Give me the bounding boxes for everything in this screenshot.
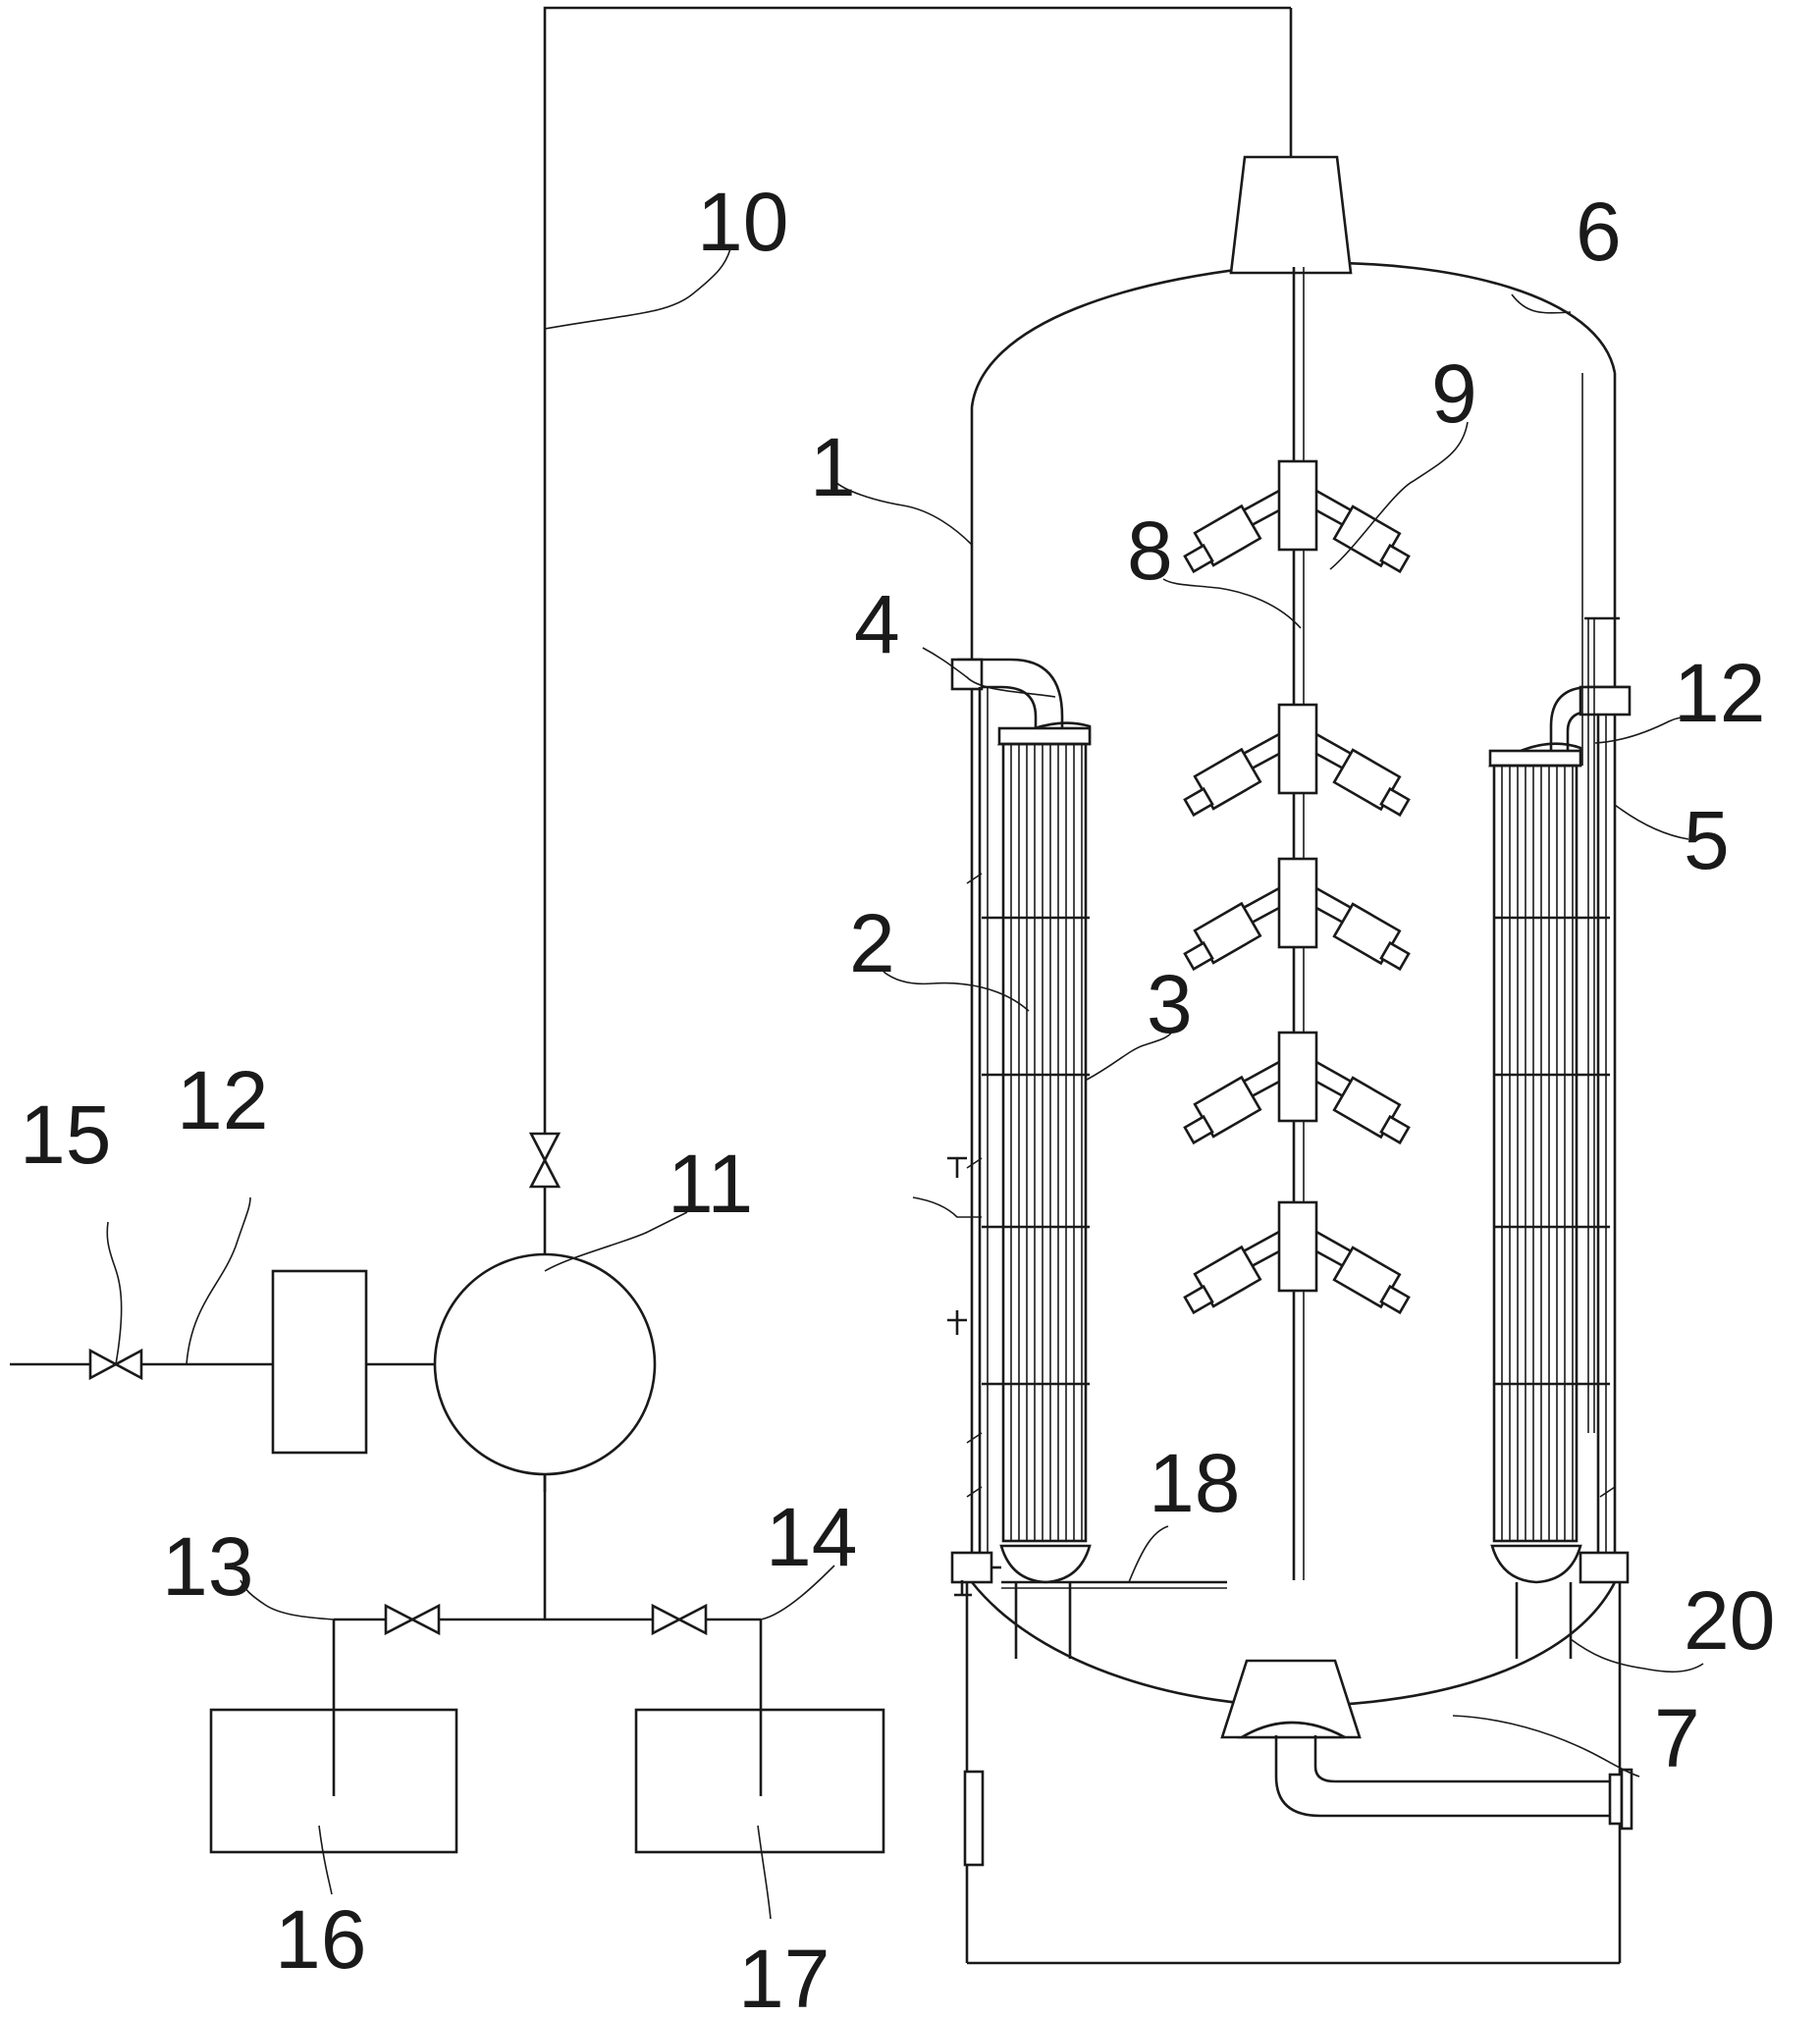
label-12-left: 12 <box>177 1054 268 1146</box>
label-18: 18 <box>1149 1437 1240 1529</box>
left-tube-bundle <box>912 658 1092 1659</box>
label-5: 5 <box>1684 794 1730 886</box>
label-1: 1 <box>810 421 856 513</box>
label-10: 10 <box>697 176 788 268</box>
leader-lines <box>106 244 1704 1920</box>
label-15: 15 <box>20 1088 111 1181</box>
label-4: 4 <box>854 578 900 670</box>
label-7: 7 <box>1654 1692 1700 1784</box>
part-labels: 10 6 9 1 8 4 12 5 2 3 15 12 11 18 13 14 … <box>20 176 1775 2017</box>
return-line <box>528 6 1291 1492</box>
spray-arm-2 <box>1183 703 1411 818</box>
label-11: 11 <box>668 1138 753 1230</box>
label-14: 14 <box>766 1491 857 1583</box>
spray-arm-1 <box>1183 459 1411 574</box>
label-20: 20 <box>1684 1574 1775 1667</box>
label-3: 3 <box>1147 958 1193 1050</box>
label-17: 17 <box>738 1933 830 2017</box>
label-16: 16 <box>275 1893 366 1986</box>
spray-arms <box>1183 459 1411 1315</box>
bottom-outlet <box>1220 1659 1633 1831</box>
label-9: 9 <box>1431 347 1477 440</box>
label-8: 8 <box>1127 504 1173 597</box>
top-outlet-cone <box>1229 8 1353 275</box>
right-tube-bundle <box>1487 373 1632 1659</box>
spray-arm-5 <box>1183 1200 1411 1315</box>
label-2: 2 <box>849 897 895 989</box>
label-6: 6 <box>1576 186 1622 278</box>
spray-arm-4 <box>1183 1031 1411 1145</box>
label-13: 13 <box>162 1520 253 1613</box>
label-12-right: 12 <box>1674 647 1765 739</box>
spray-arm-3 <box>1183 857 1411 972</box>
bottom-baffle <box>1001 1580 1227 1589</box>
vacuum-system <box>10 1252 885 1854</box>
